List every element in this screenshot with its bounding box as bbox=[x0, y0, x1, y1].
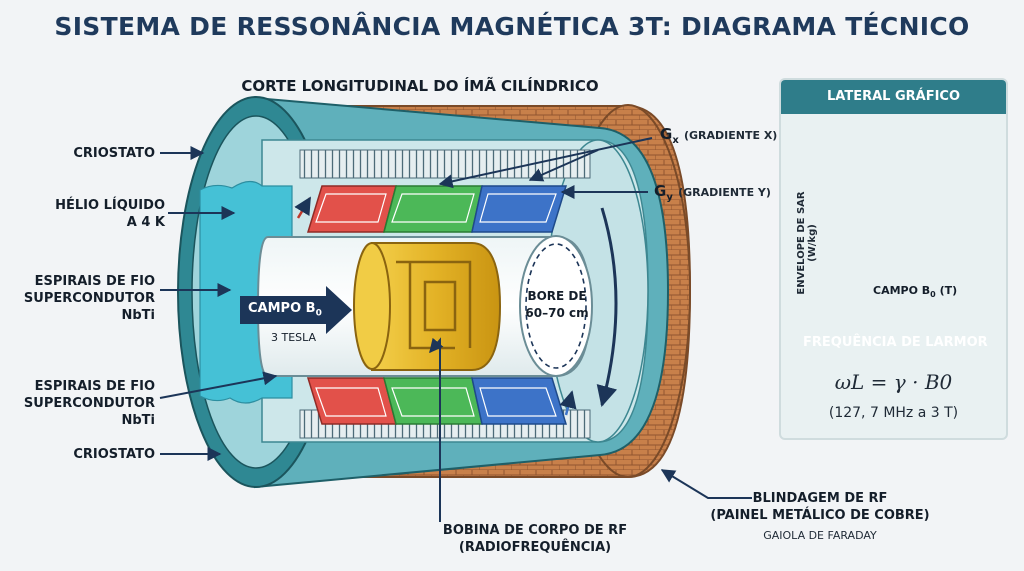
larmor-formula-sub: (127, 7 MHz a 3 T) bbox=[828, 405, 959, 421]
side-panel: LATERAL GRÁFICO ENVELOPE DE SAR (W/kg) C… bbox=[779, 78, 1008, 440]
label-blindagem: BLINDAGEM DE RF (PAINEL METÁLICO DE COBR… bbox=[710, 491, 930, 542]
label-espirais-2: ESPIRAIS DE FIO SUPERCONDUTOR NbTi bbox=[23, 379, 155, 428]
label-campo-b0: CAMPO B0 bbox=[248, 301, 322, 319]
label-criostato-bottom: CRIOSTATO bbox=[73, 447, 155, 462]
label-gx: Gx (GRADIENTE X) bbox=[660, 125, 778, 147]
gradient-coils-bottom bbox=[306, 377, 568, 425]
label-espirais-1: ESPIRAIS DE FIO SUPERCONDUTOR NbTi bbox=[23, 274, 155, 323]
label-helio: HÉLIO LÍQUIDO A 4 K bbox=[55, 198, 165, 230]
label-campo-value: 3 TESLA bbox=[271, 331, 317, 344]
panel-header: LATERAL GRÁFICO bbox=[781, 80, 1006, 114]
label-bore: BORE DE 60–70 cm bbox=[525, 289, 589, 320]
leader-lines bbox=[159, 137, 752, 522]
larmor-label: FREQUÊNCIA DE LARMOR bbox=[803, 335, 988, 350]
larmor-formula: ωL = γ · B0 bbox=[834, 370, 953, 394]
label-bobina: BOBINA DE CORPO DE RF (RADIOFREQUÊNCIA) bbox=[442, 523, 628, 555]
section-title: CORTE LONGITUDINAL DO ÍMÃ CILÍNDRICO bbox=[241, 77, 599, 95]
gradient-coils-top bbox=[306, 185, 568, 233]
page-title: SISTEMA DE RESSONÂNCIA MAGNÉTICA 3T: DIA… bbox=[54, 12, 970, 41]
label-gy: Gy (GRADIENTE Y) bbox=[654, 182, 771, 204]
field-flow-arrows bbox=[294, 196, 618, 416]
rf-body-coil bbox=[353, 242, 502, 371]
campo-b0-arrow bbox=[240, 286, 352, 334]
chart-xlabel: CAMPO B0 (T) bbox=[873, 284, 958, 300]
label-criostato-top: CRIOSTATO bbox=[73, 146, 155, 161]
chart-ylabel: ENVELOPE DE SAR (W/kg) bbox=[796, 191, 818, 295]
